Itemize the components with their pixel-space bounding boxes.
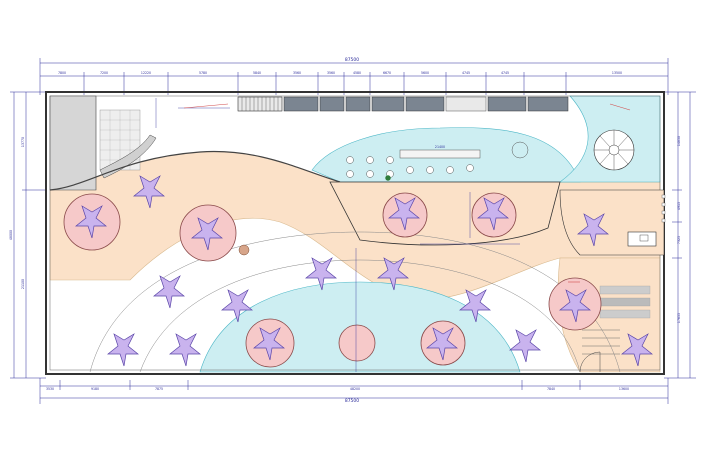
bottom-segment-labels: 3530 9180 7875 48200 7840 13600 — [46, 387, 629, 391]
top-dimension-chain — [39, 58, 669, 95]
figure-2 — [133, 175, 165, 209]
bottom-seg-3: 7875 — [155, 387, 163, 391]
figure-17 — [509, 329, 541, 363]
top-seg-13: 13500 — [612, 71, 622, 75]
top-seg-2: 7200 — [100, 71, 108, 75]
figure-6 — [577, 213, 609, 247]
wall-panel-7 — [445, 96, 487, 112]
bottom-seg-5: 7840 — [547, 387, 555, 391]
wall-panel-9 — [527, 96, 569, 112]
right-dimension-chain — [664, 91, 696, 379]
figure-10 — [221, 289, 253, 323]
top-seg-12: 4745 — [501, 71, 509, 75]
wall-panel-4 — [345, 96, 371, 112]
central-podium — [329, 181, 561, 246]
exhibit-circles — [63, 192, 602, 368]
bottom-seg-2: 9180 — [91, 387, 99, 391]
top-total-dimension: 87500 — [345, 57, 359, 63]
top-segment-labels: 7800 7200 12220 5780 5840 3560 3560 4580… — [58, 71, 622, 75]
figure-8 — [377, 257, 409, 291]
top-stair — [237, 96, 283, 112]
bottom-seg-4: 48200 — [350, 387, 360, 391]
figure-3 — [191, 217, 223, 251]
door-swings — [579, 351, 601, 373]
wall-panel-3 — [319, 96, 345, 112]
bottom-seg-6: 13600 — [619, 387, 629, 391]
figure-1 — [75, 205, 107, 239]
top-seg-5: 5840 — [253, 71, 261, 75]
wall-panel-5 — [371, 96, 405, 112]
figure-7 — [305, 257, 337, 291]
wall-panel-8 — [487, 96, 527, 112]
figure-13 — [107, 333, 139, 367]
figure-5 — [477, 197, 509, 231]
left-total-dimension: 48000 — [9, 230, 13, 240]
right-seg-1: 14850 — [677, 136, 681, 146]
top-seg-4: 5780 — [199, 71, 207, 75]
wall-panel-1 — [237, 96, 283, 112]
right-seg-4: 17655 — [677, 313, 681, 323]
pedestal — [238, 244, 250, 256]
bottom-seg-1: 3530 — [46, 387, 54, 391]
figure-15 — [253, 327, 285, 361]
left-seg-2: 21100 — [21, 279, 25, 289]
top-seg-8: 4580 — [353, 71, 361, 75]
top-seg-1: 7800 — [58, 71, 66, 75]
reception-desk-area — [559, 189, 666, 256]
top-seg-7: 3560 — [327, 71, 335, 75]
spiral-staircase — [593, 129, 635, 171]
left-dimension-chain — [10, 91, 46, 379]
bottom-dimension-chain — [39, 378, 669, 404]
exhibit-figures — [75, 175, 653, 367]
left-seg-1: 13770 — [21, 137, 25, 147]
right-seg-3: 7325 — [677, 236, 681, 244]
figure-16 — [426, 327, 458, 361]
bar-counter — [399, 149, 481, 159]
top-left-wall-block — [49, 95, 97, 191]
top-seg-9: 6670 — [383, 71, 391, 75]
exhibit-circle-7 — [338, 324, 376, 362]
wall-panel-6 — [405, 96, 445, 112]
interior-dimension-lines — [155, 98, 520, 372]
info-panel-1 — [599, 285, 651, 295]
top-seg-11: 4745 — [462, 71, 470, 75]
lounge-seating — [346, 141, 529, 181]
curved-boundary-wall — [49, 150, 341, 191]
top-seg-3: 12220 — [141, 71, 151, 75]
info-panel-2 — [599, 297, 651, 307]
info-panel-3 — [599, 309, 651, 319]
bottom-total-dimension: 87500 — [345, 398, 359, 404]
figure-18 — [621, 333, 653, 367]
figure-9 — [153, 275, 185, 309]
figure-12 — [559, 289, 591, 323]
wall-panel-2 — [283, 96, 319, 112]
figure-11 — [459, 289, 491, 323]
top-seg-10: 5600 — [421, 71, 429, 75]
entry-counter — [99, 134, 157, 179]
bar-dimension-label: 21400 — [435, 145, 445, 149]
figure-4 — [388, 197, 420, 231]
top-seg-6: 3560 — [293, 71, 301, 75]
accent-marks — [183, 103, 631, 283]
wall-display-panels — [237, 96, 569, 112]
right-seg-2: 4915 — [677, 202, 681, 210]
figure-14 — [169, 333, 201, 367]
